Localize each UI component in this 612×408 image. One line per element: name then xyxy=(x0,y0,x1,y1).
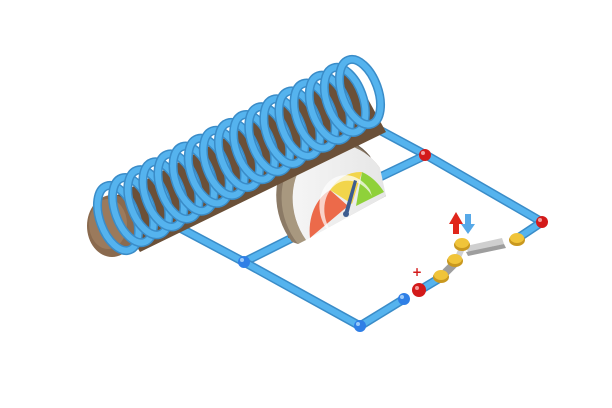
gauge-scale-green xyxy=(356,172,384,206)
joint-battery-positive xyxy=(412,283,426,297)
battery-cells xyxy=(433,233,525,283)
gauge-needle xyxy=(344,180,357,215)
joint-top-junction xyxy=(419,149,431,161)
coil-turns xyxy=(92,54,386,256)
current-down-arrow-icon xyxy=(461,214,475,234)
battery-cell-2 xyxy=(447,254,463,267)
current-up-arrow-icon xyxy=(449,212,463,234)
wire-joints xyxy=(238,149,548,332)
joint-bottom xyxy=(354,320,366,332)
joint-battery-negative xyxy=(398,293,410,305)
battery-positive-label: + xyxy=(412,265,422,279)
gauge-scale-red xyxy=(309,190,348,238)
switch-lever xyxy=(466,238,504,252)
joint-left-bottom xyxy=(238,256,250,268)
coil-turn xyxy=(334,54,386,130)
battery-cell-3 xyxy=(454,238,470,251)
coil-solenoid xyxy=(87,54,386,257)
joint-top-right xyxy=(536,216,548,228)
coil-turn xyxy=(319,62,370,137)
battery-cell-4 xyxy=(509,233,525,246)
battery-cell-1 xyxy=(433,270,449,283)
